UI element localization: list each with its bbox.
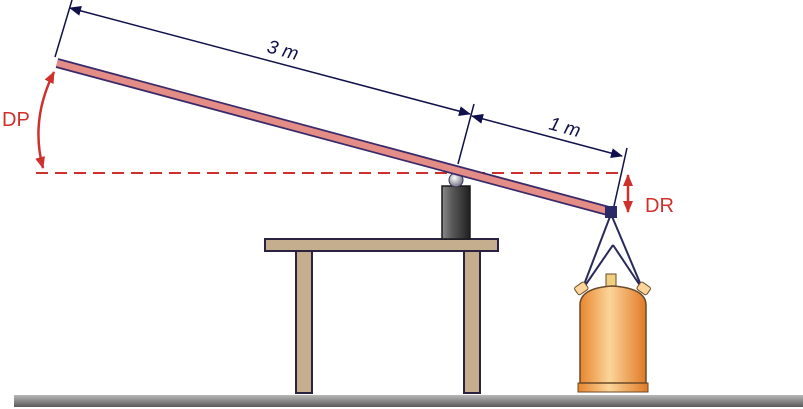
- table: [264, 238, 499, 394]
- lever-beam: [56, 59, 613, 216]
- table-leg-right: [463, 250, 481, 394]
- dimension-lines: [54, 0, 628, 207]
- gas-cylinder: [574, 273, 651, 393]
- fulcrum-block: [441, 185, 471, 240]
- extension-line-right: [613, 147, 628, 207]
- extension-line-middle: [457, 103, 475, 165]
- ground: [14, 395, 803, 407]
- label-dr: DR: [645, 195, 674, 217]
- table-top: [264, 238, 499, 252]
- angle-arc-long-arm: [35, 71, 56, 169]
- extension-line-left: [54, 0, 73, 58]
- suspension-ropes: [581, 213, 644, 291]
- dimension-arrow-3m: [69, 5, 471, 117]
- table-leg-left: [295, 250, 313, 394]
- label-dp: DP: [2, 109, 30, 131]
- dimension-arrow-1m: [471, 114, 623, 158]
- beam-end-cap: [605, 206, 617, 218]
